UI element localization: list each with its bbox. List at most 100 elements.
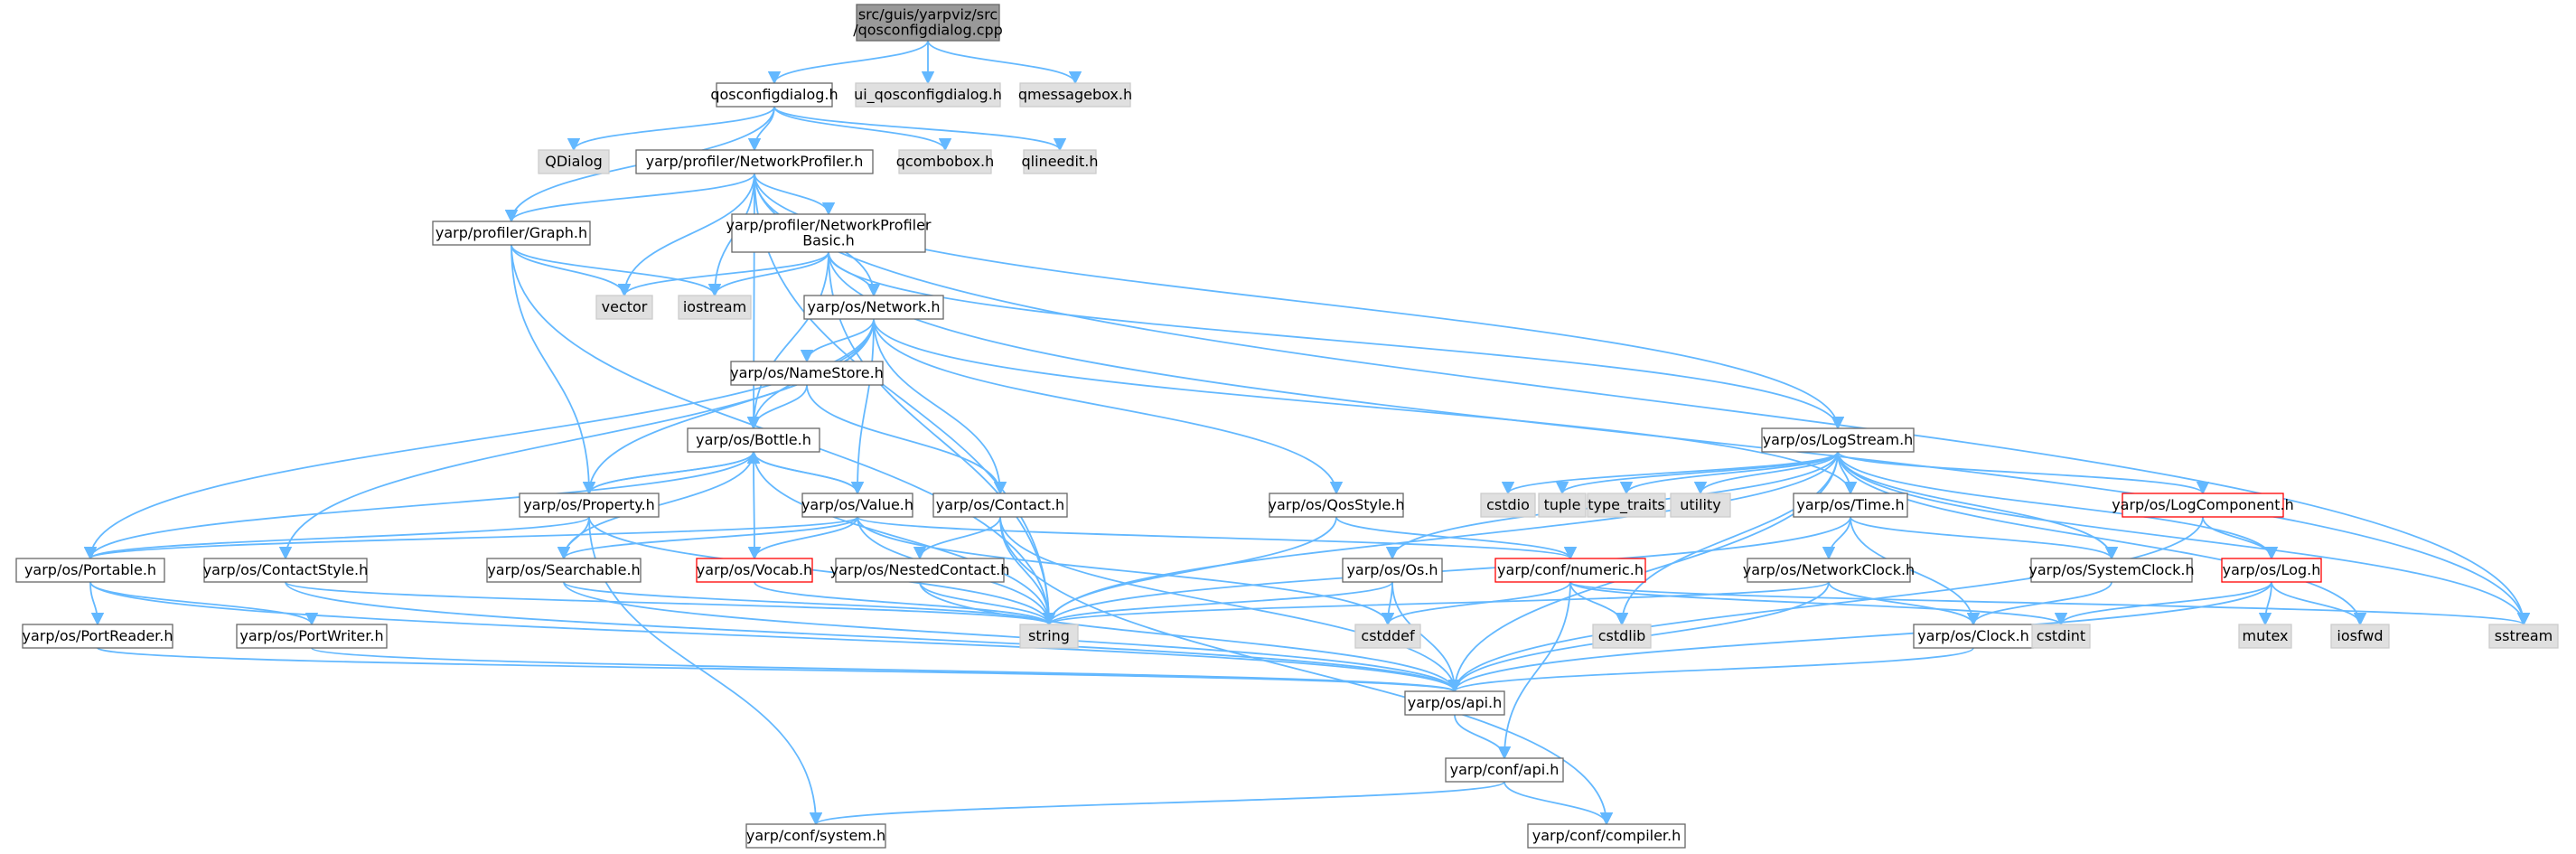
node-QDialog[interactable]: QDialog bbox=[538, 149, 610, 174]
node-label: yarp/os/Vocab.h bbox=[697, 561, 812, 578]
node-NameStore[interactable]: yarp/os/NameStore.h bbox=[730, 361, 884, 386]
edge-Property-to-Bottle bbox=[588, 450, 761, 494]
node-sstream[interactable]: sstream bbox=[2488, 624, 2559, 649]
node-cstdlib[interactable]: cstdlib bbox=[1592, 624, 1652, 649]
node-label: iosfwd bbox=[2337, 627, 2383, 644]
edge-TimeH-to-string bbox=[1042, 516, 1851, 626]
edge-TimeH-to-ClockH bbox=[1850, 516, 1981, 626]
edge-NetworkProfiler-to-NPBasic bbox=[754, 173, 836, 216]
edge-LogStream-to-utility bbox=[1693, 451, 1839, 495]
node-apiH[interactable]: yarp/os/api.h bbox=[1404, 690, 1505, 716]
node-label: utility bbox=[1680, 496, 1721, 513]
node-box bbox=[856, 4, 1000, 42]
node-label: yarp/os/NameStore.h bbox=[730, 364, 884, 381]
edge-Network-to-QosStyle bbox=[873, 318, 1344, 495]
node-box bbox=[1480, 493, 1536, 518]
node-compiler[interactable]: yarp/conf/compiler.h bbox=[1527, 823, 1686, 849]
node-type_traits[interactable]: type_traits bbox=[1587, 493, 1666, 518]
edges-layer bbox=[83, 40, 2531, 826]
node-box bbox=[1342, 558, 1443, 583]
node-label: yarp/os/Network.h bbox=[808, 298, 941, 315]
edge-NetworkProfiler-to-string bbox=[754, 173, 1056, 626]
node-NetworkClock[interactable]: yarp/os/NetworkClock.h bbox=[1743, 558, 1915, 583]
node-Contact[interactable]: yarp/os/Contact.h bbox=[932, 493, 1068, 518]
node-LogH[interactable]: yarp/os/Log.h bbox=[2221, 558, 2322, 583]
node-label: yarp/os/Time.h bbox=[1796, 496, 1904, 513]
node-box bbox=[801, 493, 913, 518]
edge-LogH-to-apiH bbox=[1447, 581, 2272, 693]
node-qcombobox[interactable]: qcombobox.h bbox=[896, 149, 994, 174]
node-PortWriter[interactable]: yarp/os/PortWriter.h bbox=[236, 624, 388, 649]
node-OsH[interactable]: yarp/os/Os.h bbox=[1342, 558, 1443, 583]
node-label: yarp/os/Log.h bbox=[2223, 561, 2321, 578]
node-system[interactable]: yarp/conf/system.h bbox=[745, 823, 886, 849]
node-NestedContact[interactable]: yarp/os/NestedContact.h bbox=[830, 558, 1010, 583]
node-QosStyle[interactable]: yarp/os/QosStyle.h bbox=[1268, 493, 1405, 518]
edge-Property-to-Portable bbox=[84, 516, 590, 560]
node-qosconfigdialog_h[interactable]: qosconfigdialog.h bbox=[710, 82, 838, 108]
node-SystemClock[interactable]: yarp/os/SystemClock.h bbox=[2028, 558, 2195, 583]
node-tuple[interactable]: tuple bbox=[1538, 493, 1587, 518]
node-utility[interactable]: utility bbox=[1670, 493, 1731, 518]
node-box bbox=[898, 149, 992, 174]
node-Property[interactable]: yarp/os/Property.h bbox=[519, 493, 660, 518]
node-Portable[interactable]: yarp/os/Portable.h bbox=[15, 558, 165, 583]
node-cstdint[interactable]: cstdint bbox=[2031, 624, 2091, 649]
node-box bbox=[696, 558, 813, 583]
node-label: string bbox=[1028, 627, 1070, 644]
node-label: yarp/os/Searchable.h bbox=[487, 561, 640, 578]
node-vector[interactable]: vector bbox=[595, 295, 653, 320]
node-box bbox=[486, 558, 642, 583]
node-ClockH[interactable]: yarp/os/Clock.h bbox=[1913, 624, 2034, 649]
node-mutex[interactable]: mutex bbox=[2238, 624, 2292, 649]
edge-NPBasic-to-iostream bbox=[707, 251, 829, 297]
node-label: qlineedit.h bbox=[1022, 153, 1099, 170]
node-label: yarp/conf/system.h bbox=[746, 827, 885, 844]
node-NetworkProfiler[interactable]: yarp/profiler/NetworkProfiler.h bbox=[635, 149, 874, 174]
node-label: sstream bbox=[2495, 627, 2553, 644]
node-qlineedit[interactable]: qlineedit.h bbox=[1022, 149, 1099, 174]
edge-numeric-to-cstddef bbox=[1381, 581, 1571, 626]
node-Graph[interactable]: yarp/profiler/Graph.h bbox=[432, 221, 591, 246]
node-label: yarp/os/NetworkClock.h bbox=[1743, 561, 1915, 578]
node-label: yarp/os/PortWriter.h bbox=[239, 627, 383, 644]
node-box bbox=[15, 558, 165, 583]
edge-ContactStyle-to-string bbox=[285, 581, 1055, 626]
node-LogStream[interactable]: yarp/os/LogStream.h bbox=[1761, 427, 1915, 453]
node-string[interactable]: string bbox=[1019, 624, 1079, 649]
node-confApi[interactable]: yarp/conf/api.h bbox=[1445, 757, 1564, 783]
node-iosfwd[interactable]: iosfwd bbox=[2330, 624, 2390, 649]
node-iostream[interactable]: iostream bbox=[678, 295, 752, 320]
node-qmessagebox[interactable]: qmessagebox.h bbox=[1018, 82, 1132, 108]
node-box bbox=[519, 493, 660, 518]
node-cstdio[interactable]: cstdio bbox=[1480, 493, 1536, 518]
edge-LogH-to-iosfwd bbox=[2271, 581, 2367, 626]
edge-Portable-to-PortWriter bbox=[89, 581, 319, 626]
edge-ContactStyle-to-apiH bbox=[285, 581, 1461, 693]
node-box bbox=[2330, 624, 2390, 649]
node-box bbox=[687, 427, 820, 453]
node-numeric[interactable]: yarp/conf/numeric.h bbox=[1494, 558, 1646, 583]
node-Value[interactable]: yarp/os/Value.h bbox=[801, 493, 913, 518]
node-label: yarp/os/Contact.h bbox=[936, 496, 1064, 513]
node-root[interactable]: src/guis/yarpviz/src/qosconfigdialog.cpp bbox=[853, 4, 1003, 42]
node-Bottle[interactable]: yarp/os/Bottle.h bbox=[687, 427, 820, 453]
edge-Vocab-to-string bbox=[754, 581, 1056, 626]
node-label: tuple bbox=[1544, 496, 1581, 513]
node-box bbox=[635, 149, 874, 174]
node-LogComponent[interactable]: yarp/os/LogComponent.h bbox=[2112, 493, 2294, 518]
node-Vocab[interactable]: yarp/os/Vocab.h bbox=[696, 558, 813, 583]
node-label: yarp/os/PortReader.h bbox=[22, 627, 173, 644]
node-box bbox=[2030, 558, 2193, 583]
node-ContactStyle[interactable]: yarp/os/ContactStyle.h bbox=[203, 558, 369, 583]
edge-PortWriter-to-apiH bbox=[311, 647, 1461, 693]
node-Searchable[interactable]: yarp/os/Searchable.h bbox=[486, 558, 642, 583]
node-TimeH[interactable]: yarp/os/Time.h bbox=[1793, 493, 1908, 518]
node-Network[interactable]: yarp/os/Network.h bbox=[803, 295, 944, 320]
node-PortReader[interactable]: yarp/os/PortReader.h bbox=[22, 624, 173, 649]
node-box bbox=[1538, 493, 1587, 518]
edge-Searchable-to-apiH bbox=[563, 581, 1461, 693]
node-cstddef[interactable]: cstddef bbox=[1354, 624, 1421, 649]
node-ui_qosconfigdialog[interactable]: ui_qosconfigdialog.h bbox=[854, 82, 1002, 108]
